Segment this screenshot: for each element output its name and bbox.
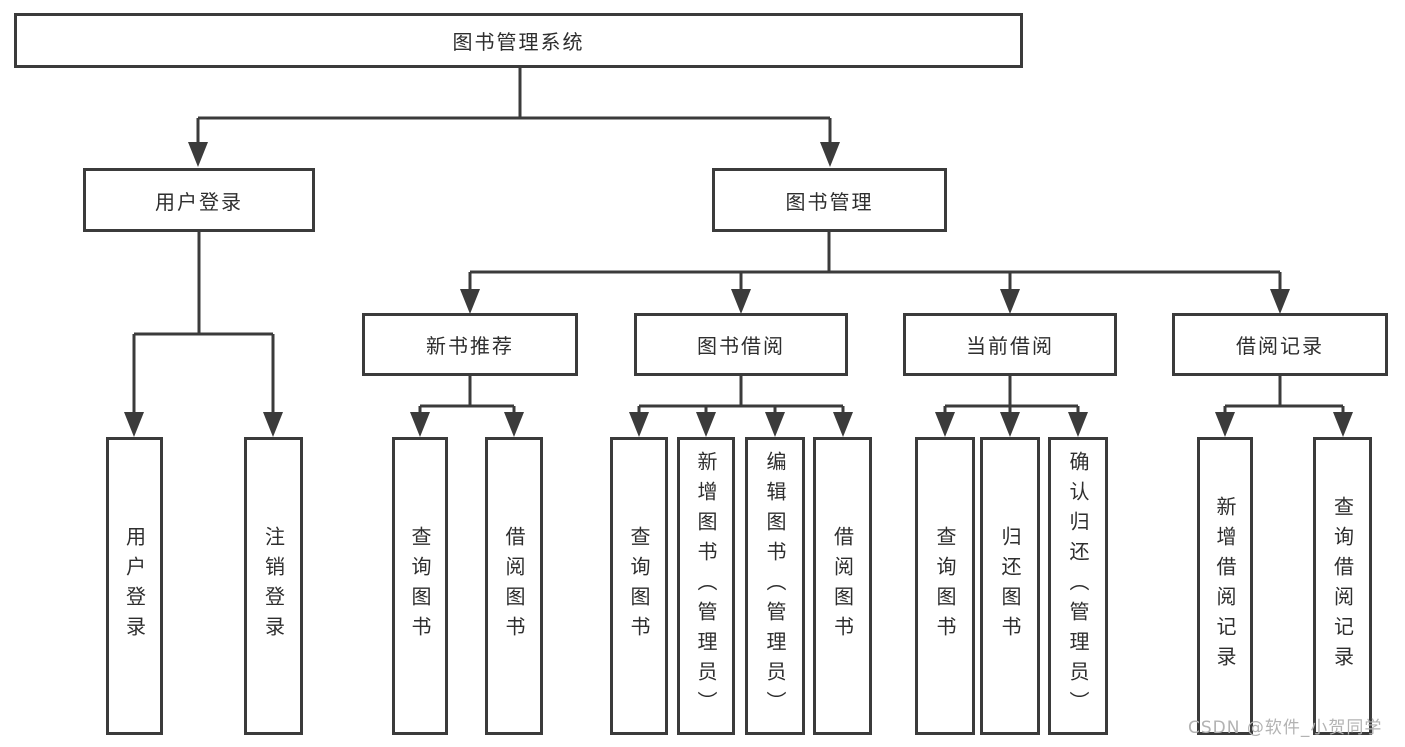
arrowhead-icon (1000, 289, 1020, 314)
node-leaf-confirm-return-admin-label: 确认归还（管理员） (1066, 451, 1090, 721)
node-root: 图书管理系统 (14, 13, 1023, 68)
node-leaf-borrow-books-label: 借阅图书 (830, 526, 855, 646)
connector-newbook-to-leaves (418, 375, 516, 415)
node-leaf-add-borrow-record: 新增借阅记录 (1197, 437, 1253, 735)
node-leaf-edit-books-admin-label: 编辑图书（管理员） (763, 451, 787, 721)
node-leaf-query-borrow-record-label: 查询借阅记录 (1330, 496, 1355, 676)
node-borrow-records: 借阅记录 (1172, 313, 1388, 376)
arrowhead-icon (410, 412, 430, 437)
node-user-login: 用户登录 (83, 168, 315, 232)
arrowhead-icon (460, 289, 480, 314)
arrowhead-icon (731, 289, 751, 314)
arrowhead-icon (935, 412, 955, 437)
arrowhead-icon (696, 412, 716, 437)
node-leaf-borrow-books-recommend-label: 借阅图书 (502, 526, 526, 646)
node-current-borrowing: 当前借阅 (903, 313, 1117, 376)
node-leaf-add-books-admin: 新增图书（管理员） (677, 437, 735, 735)
arrowhead-icon (1000, 412, 1020, 437)
connector-borrow-to-leaves (637, 375, 845, 415)
node-book-borrowing-label: 图书借阅 (697, 334, 785, 358)
node-leaf-add-borrow-record-label: 新增借阅记录 (1213, 496, 1237, 676)
connector-records-to-leaves (1223, 375, 1345, 415)
node-leaf-add-books-admin-label: 新增图书（管理员） (694, 451, 718, 721)
node-leaf-confirm-return-admin: 确认归还（管理员） (1048, 437, 1108, 735)
node-book-management-label: 图书管理 (785, 189, 874, 214)
node-book-management: 图书管理 (712, 168, 947, 232)
node-borrow-records-label: 借阅记录 (1236, 334, 1324, 358)
arrowhead-icon (1333, 412, 1353, 437)
node-leaf-return-books-label: 归还图书 (998, 526, 1022, 646)
node-book-borrowing: 图书借阅 (634, 313, 848, 376)
arrowhead-icon (124, 412, 144, 437)
node-leaf-edit-books-admin: 编辑图书（管理员） (745, 437, 805, 735)
node-new-book-recommend: 新书推荐 (362, 313, 578, 376)
node-user-login-label: 用户登录 (155, 189, 243, 214)
arrowhead-icon (820, 142, 840, 167)
arrowhead-icon (1270, 289, 1290, 314)
node-leaf-query-borrow-record: 查询借阅记录 (1313, 437, 1372, 735)
node-new-book-recommend-label: 新书推荐 (426, 334, 514, 358)
arrowhead-icon (263, 412, 283, 437)
node-leaf-logout: 注销登录 (244, 437, 303, 735)
node-leaf-borrow-books-recommend: 借阅图书 (485, 437, 543, 735)
connector-current-to-leaves (943, 375, 1080, 415)
arrowhead-icon (504, 412, 524, 437)
node-leaf-query-books-recommend: 查询图书 (392, 437, 448, 735)
node-leaf-query-books-current: 查询图书 (915, 437, 975, 735)
connector-root-to-level1 (196, 67, 832, 145)
node-leaf-query-books-borrow-label: 查询图书 (627, 526, 651, 646)
node-leaf-user-login-label: 用户登录 (122, 526, 147, 646)
arrowhead-icon (833, 412, 853, 437)
connector-userlogin-to-leaves (132, 231, 275, 415)
arrowhead-icon (1215, 412, 1235, 437)
node-leaf-query-books-borrow: 查询图书 (610, 437, 668, 735)
node-leaf-borrow-books: 借阅图书 (813, 437, 872, 735)
node-leaf-query-books-current-label: 查询图书 (933, 526, 957, 646)
csdn-watermark: CSDN @软件_小贺同学 (1188, 718, 1383, 738)
arrowhead-icon (188, 142, 208, 167)
node-leaf-query-books-recommend-label: 查询图书 (408, 526, 432, 646)
node-root-label: 图书管理系统 (452, 30, 585, 54)
node-leaf-user-login: 用户登录 (106, 437, 163, 735)
arrowheads (124, 142, 1353, 437)
node-leaf-logout-label: 注销登录 (261, 526, 286, 646)
arrowhead-icon (1068, 412, 1088, 437)
arrowhead-icon (765, 412, 785, 437)
node-leaf-return-books: 归还图书 (980, 437, 1040, 735)
node-current-borrowing-label: 当前借阅 (966, 334, 1054, 358)
connector-bookmgmt-to-level2 (468, 232, 1282, 292)
arrowhead-icon (629, 412, 649, 437)
